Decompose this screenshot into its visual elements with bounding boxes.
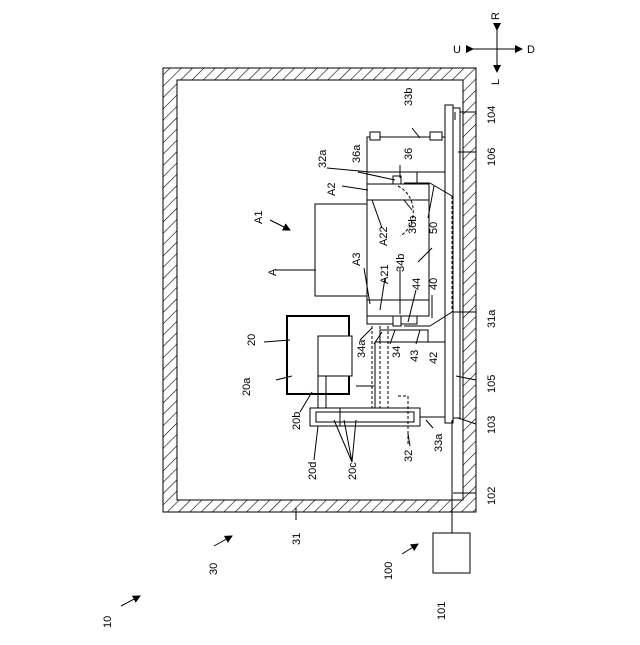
label-31a: 31a bbox=[486, 309, 498, 328]
dir-l: L bbox=[490, 79, 502, 85]
label-44: 44 bbox=[411, 278, 423, 290]
dir-r: R bbox=[490, 12, 502, 20]
label-20b: 20b bbox=[291, 412, 303, 430]
label-50: 50 bbox=[428, 222, 440, 234]
dir-d: D bbox=[527, 44, 535, 56]
label-20c: 20c bbox=[347, 462, 359, 480]
label-102: 102 bbox=[486, 487, 498, 505]
label-34b: 34b bbox=[395, 254, 407, 272]
label-101: 101 bbox=[436, 602, 448, 620]
label-20a: 20a bbox=[241, 377, 253, 396]
label-A: A bbox=[267, 268, 279, 276]
label-A21: A21 bbox=[379, 264, 391, 284]
label-31: 31 bbox=[291, 533, 303, 545]
label-104: 104 bbox=[486, 106, 498, 124]
base-20d bbox=[310, 408, 420, 426]
label-100: 100 bbox=[383, 562, 395, 580]
label-20: 20 bbox=[246, 334, 258, 346]
label-42: 42 bbox=[428, 352, 440, 364]
label-A22: A22 bbox=[378, 226, 390, 246]
label-32a: 32a bbox=[317, 149, 329, 168]
label-10: 10 bbox=[102, 616, 114, 628]
label-106: 106 bbox=[486, 148, 498, 166]
label-30: 30 bbox=[208, 563, 220, 575]
dir-u: U bbox=[453, 44, 461, 56]
label-33a: 33a bbox=[433, 433, 445, 452]
workpiece-A bbox=[315, 184, 429, 316]
label-105: 105 bbox=[486, 375, 498, 393]
label-34a: 34a bbox=[356, 339, 368, 358]
label-33b: 33b bbox=[403, 88, 415, 106]
label-A1: A1 bbox=[253, 211, 265, 224]
label-34: 34 bbox=[391, 346, 403, 358]
label-32: 32 bbox=[403, 450, 415, 462]
label-20d: 20d bbox=[307, 462, 319, 480]
label-103: 103 bbox=[486, 416, 498, 434]
label-43: 43 bbox=[409, 350, 421, 362]
controller-20 bbox=[287, 316, 352, 408]
label-40: 40 bbox=[428, 278, 440, 290]
label-36a: 36a bbox=[351, 144, 363, 163]
label-36b: 36b bbox=[407, 216, 419, 234]
label-A3: A3 bbox=[351, 253, 363, 266]
label-A2: A2 bbox=[326, 183, 338, 196]
label-36: 36 bbox=[403, 148, 415, 160]
